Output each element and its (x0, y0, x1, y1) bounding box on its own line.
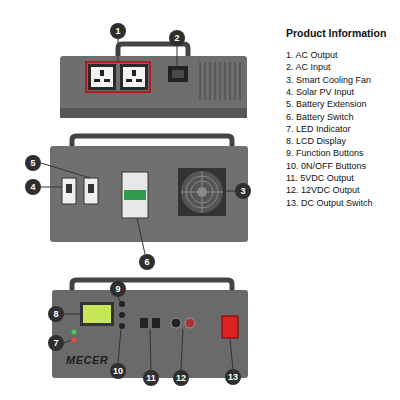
back-view (199, 62, 201, 100)
callout-number: 5 (25, 155, 41, 171)
front-view (119, 323, 125, 329)
back-view (239, 62, 241, 100)
leader-line (64, 314, 80, 315)
callout-number: 13 (225, 369, 241, 385)
front-view (52, 280, 248, 378)
leader-line (230, 339, 233, 369)
callout-number: 8 (48, 306, 64, 322)
front-view (72, 338, 77, 343)
callout-number: 2 (169, 30, 185, 46)
back-view (104, 79, 110, 82)
legend-item: 9. Function Buttons (286, 148, 364, 159)
side-view (50, 146, 248, 242)
leader-line (150, 329, 151, 370)
legend-item: 4. Solar PV Input (286, 87, 354, 98)
legend-item: 12. 12VDC Output (286, 185, 360, 196)
front-view (185, 318, 195, 328)
side-view (178, 168, 226, 216)
legend-item: 3. Smart Cooling Fan (286, 75, 371, 86)
side-view (122, 172, 148, 218)
front-view (80, 302, 114, 326)
leader-line (226, 191, 235, 192)
front-view (52, 290, 248, 378)
back-view (234, 62, 236, 100)
back-view (126, 79, 132, 82)
front-view (140, 318, 148, 328)
heading: Product Information (286, 27, 386, 39)
back-view (120, 64, 148, 90)
front-view (72, 330, 77, 335)
callout-number: 7 (48, 335, 64, 351)
leader-line (177, 46, 178, 66)
callout-number: 1 (110, 23, 126, 39)
back-view (60, 56, 247, 118)
side-view (202, 171, 203, 213)
legend-item: 5. Battery Extension (286, 99, 367, 110)
callout-number: 11 (143, 370, 159, 386)
leader-line (137, 218, 145, 254)
leader-line (181, 329, 183, 370)
back-view (60, 108, 247, 118)
legend-item: 2. AC Input (286, 62, 331, 73)
side-view (181, 171, 223, 213)
callout-number: 12 (173, 370, 189, 386)
back-view (224, 62, 226, 100)
callout-number: 4 (25, 179, 41, 195)
side-view (88, 184, 94, 193)
back-view (136, 79, 142, 82)
back-view (200, 62, 240, 100)
side-view (66, 184, 72, 193)
legend-item: 8. LCD Display (286, 136, 346, 147)
back-view (100, 70, 104, 76)
front-view (83, 305, 111, 323)
callout-number: 9 (110, 281, 126, 297)
back-view (209, 62, 211, 100)
leader-line (41, 163, 235, 254)
side-view (124, 190, 146, 200)
leader-line (118, 329, 121, 363)
back-view (229, 62, 231, 100)
side-view (62, 178, 76, 204)
back-view (94, 79, 100, 82)
back-view (214, 62, 216, 100)
leader-line (41, 163, 90, 178)
front-view (222, 316, 238, 338)
back-view (204, 62, 206, 100)
legend-item: 1. AC Output (286, 50, 338, 61)
back-view (60, 44, 247, 118)
front-view (119, 312, 125, 318)
leader-line (64, 297, 233, 370)
side-view (84, 178, 98, 204)
back-view (168, 66, 188, 82)
leader-line (41, 187, 62, 188)
back-view (132, 70, 136, 76)
callout-number: 6 (139, 254, 155, 270)
leader-line (64, 340, 71, 343)
back-view (123, 67, 145, 87)
leader-line (118, 39, 119, 62)
side-view (50, 136, 248, 242)
callout-number: 10 (110, 363, 126, 379)
callout-number: 3 (235, 183, 251, 199)
legend-item: 10. 0N/OFF Buttons (286, 161, 366, 172)
front-view (152, 318, 160, 328)
legend-item: 6. Battery Switch (286, 112, 354, 123)
legend-item: 13. DC Output Switch (286, 198, 373, 209)
front-view (171, 318, 181, 328)
back-view (172, 70, 184, 78)
legend-item: 11. 5VDC Output (286, 173, 354, 184)
leader-line (118, 297, 120, 301)
legend-item: 7. LED Indicator (286, 124, 351, 135)
leader-line (118, 39, 177, 66)
back-view (219, 62, 221, 100)
front-view (119, 301, 125, 307)
back-view (91, 67, 113, 87)
back-view (88, 64, 116, 90)
back-view (86, 62, 150, 92)
brand-logo: MECER (66, 354, 108, 366)
